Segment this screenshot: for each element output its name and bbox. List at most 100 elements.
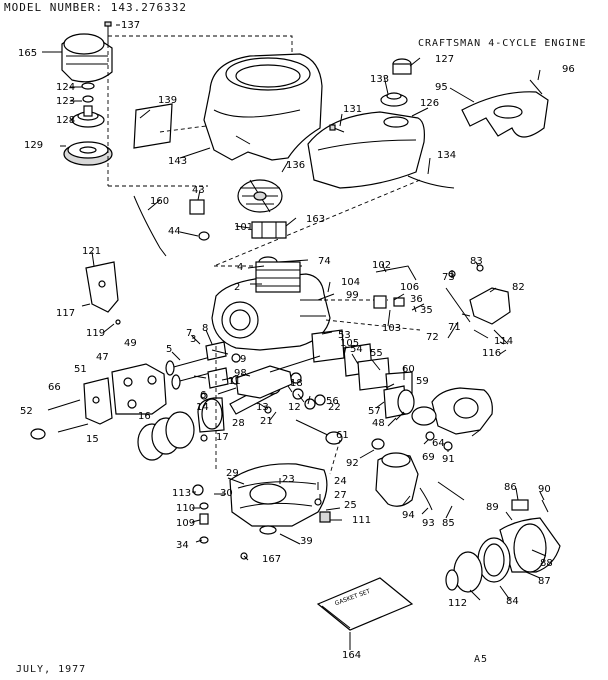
part-label-160: 160 xyxy=(150,196,169,207)
part-label-60: 60 xyxy=(402,364,415,375)
part-label-73: 73 xyxy=(442,272,455,283)
part-label-25: 25 xyxy=(344,500,357,511)
part-label-55: 55 xyxy=(370,348,383,359)
stop-switch xyxy=(189,199,210,241)
part-label-136: 136 xyxy=(286,160,305,171)
flywheel xyxy=(237,179,283,213)
model-number: MODEL NUMBER: 143.276332 xyxy=(4,1,187,14)
part-label-106: 106 xyxy=(400,282,419,293)
part-label-74: 74 xyxy=(318,256,331,267)
fuel-cap xyxy=(380,58,412,107)
screw-137 xyxy=(104,21,112,44)
part-label-35: 35 xyxy=(420,305,433,316)
part-label-6: 6 xyxy=(200,390,206,401)
part-label-124: 124 xyxy=(56,82,75,93)
leader-lines xyxy=(42,24,547,650)
part-label-44: 44 xyxy=(168,226,181,237)
part-label-111: 111 xyxy=(352,515,371,526)
part-label-119: 119 xyxy=(86,328,105,339)
part-label-59: 59 xyxy=(416,376,429,387)
part-label-103: 103 xyxy=(382,323,401,334)
part-label-21: 21 xyxy=(260,416,273,427)
ignition-armature xyxy=(251,221,287,239)
part-label-29: 29 xyxy=(226,468,239,479)
shield-plate xyxy=(85,261,121,325)
breather-assembly xyxy=(311,329,413,399)
part-label-52: 52 xyxy=(20,406,33,417)
part-label-18: 18 xyxy=(290,378,303,389)
piston-rings xyxy=(137,411,195,461)
part-label-101: 101 xyxy=(234,222,253,233)
part-label-105: 105 xyxy=(340,338,359,349)
part-label-17: 17 xyxy=(216,432,229,443)
part-label-88: 88 xyxy=(540,558,553,569)
part-label-30: 30 xyxy=(220,488,233,499)
part-label-61: 61 xyxy=(336,430,349,441)
blower-housing xyxy=(203,53,323,161)
air-baffle xyxy=(461,79,549,138)
part-label-165: 165 xyxy=(18,48,37,59)
spark-plug-wire xyxy=(133,195,167,257)
part-label-28: 28 xyxy=(232,418,245,429)
part-label-134: 134 xyxy=(437,150,456,161)
part-label-13: 13 xyxy=(256,402,269,413)
part-label-163: 163 xyxy=(306,214,325,225)
part-label-48: 48 xyxy=(372,418,385,429)
part-label-84: 84 xyxy=(506,596,519,607)
part-label-89: 89 xyxy=(486,502,499,513)
part-label-9: 9 xyxy=(240,354,246,365)
info-plate xyxy=(133,103,173,149)
part-label-110: 110 xyxy=(176,503,195,514)
part-label-117: 117 xyxy=(56,308,75,319)
governor-bracket xyxy=(83,377,113,425)
cover-bolt xyxy=(30,399,89,440)
control-bracket xyxy=(445,264,511,345)
part-label-11: 11 xyxy=(228,376,241,387)
part-label-15: 15 xyxy=(86,434,99,445)
part-label-87: 87 xyxy=(538,576,551,587)
part-label-113: 113 xyxy=(172,488,191,499)
part-label-121: 121 xyxy=(82,246,101,257)
part-label-3: 3 xyxy=(190,334,196,345)
part-label-24: 24 xyxy=(334,476,347,487)
date-label: JULY, 1977 xyxy=(16,664,87,675)
muffler xyxy=(445,499,561,593)
part-label-133: 133 xyxy=(370,74,389,85)
part-label-57: 57 xyxy=(368,406,381,417)
part-label-102: 102 xyxy=(372,260,391,271)
muffler-pipe xyxy=(375,452,419,507)
part-label-86: 86 xyxy=(504,482,517,493)
starter-cup xyxy=(81,82,95,103)
part-label-66: 66 xyxy=(48,382,61,393)
part-label-123: 123 xyxy=(56,96,75,107)
part-label-167: 167 xyxy=(262,554,281,565)
part-label-104: 104 xyxy=(341,277,360,288)
part-label-114: 114 xyxy=(494,336,513,347)
part-label-54: 54 xyxy=(350,344,363,355)
part-label-53: 53 xyxy=(338,330,351,341)
piston xyxy=(197,392,225,442)
part-number-labels: 1371651241231281291391431311331271269695… xyxy=(18,20,575,661)
part-label-49: 49 xyxy=(124,338,137,349)
part-label-99: 99 xyxy=(346,290,359,301)
part-label-5: 5 xyxy=(166,344,172,355)
page-code: A5 xyxy=(474,654,489,665)
part-label-95: 95 xyxy=(435,82,448,93)
part-label-12: 12 xyxy=(288,402,301,413)
fuel-tank xyxy=(307,111,425,189)
part-label-82: 82 xyxy=(512,282,525,293)
part-label-2: 2 xyxy=(234,282,240,293)
sump-base xyxy=(229,463,331,535)
crankshaft xyxy=(217,355,321,414)
part-label-126: 126 xyxy=(420,98,439,109)
pulley xyxy=(71,105,105,128)
part-label-164: 164 xyxy=(342,650,361,661)
part-label-64: 64 xyxy=(432,438,445,449)
part-label-4: 4 xyxy=(237,262,243,273)
part-label-112: 112 xyxy=(448,598,467,609)
gasket-set-envelope xyxy=(316,577,414,631)
part-label-22: 22 xyxy=(328,402,341,413)
part-label-69: 69 xyxy=(422,452,435,463)
part-label-96: 96 xyxy=(562,64,575,75)
